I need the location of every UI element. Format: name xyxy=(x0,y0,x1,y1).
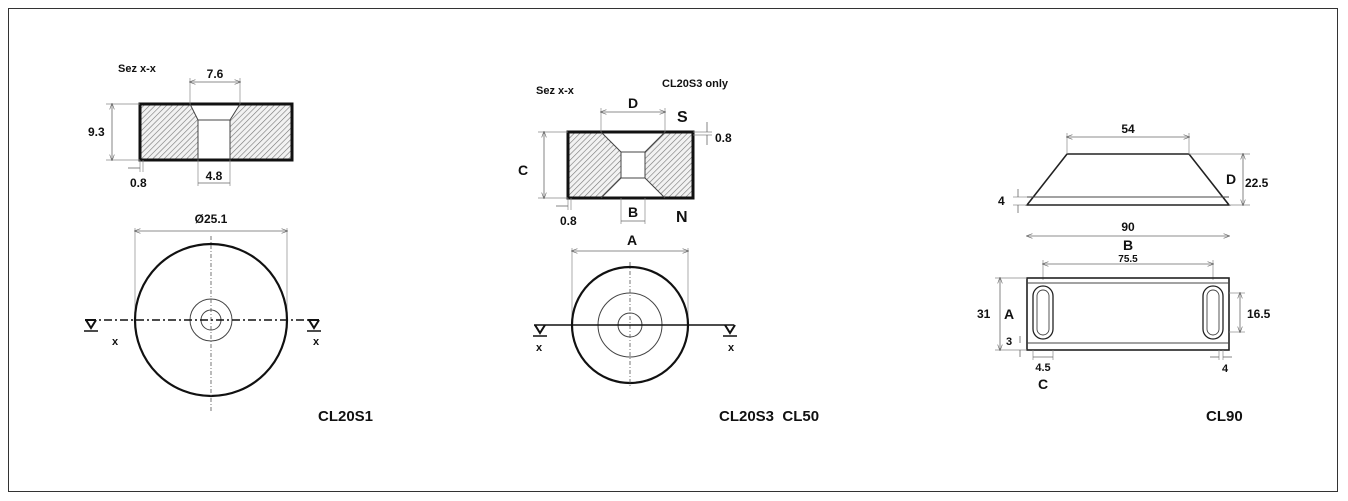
cl90-dim-b: B xyxy=(1123,237,1133,253)
cl90-title: CL90 xyxy=(1206,408,1243,425)
cl20s1-section xyxy=(138,102,294,162)
cl20s3-dim-b: B xyxy=(628,204,638,220)
cl20s3-dim-d: D xyxy=(628,95,638,111)
cl90-dim-end: 4 xyxy=(998,194,1005,208)
cl20s1-drawing: Sez x-x 7.6 9.3 0.8 4.8 Ø25.1 x x CL20S1 xyxy=(84,63,373,425)
cl20s1-dim-top: 7.6 xyxy=(207,67,224,81)
cl90-dim-a: A xyxy=(1004,306,1014,322)
cl20s3-section-label: Sez x-x xyxy=(536,85,575,97)
cl20s1-dim-height: 9.3 xyxy=(88,125,105,139)
cl90-dim-d: D xyxy=(1226,171,1236,187)
cl90-side-view xyxy=(1025,153,1231,206)
cl90-top-view xyxy=(1026,277,1230,351)
cl90-dim-holes: 75.5 xyxy=(1118,254,1138,265)
cl20s3-dim-c: C xyxy=(518,162,528,178)
cl20s3-dim-wall: 0.8 xyxy=(560,214,577,228)
cl90-dim-c: C xyxy=(1038,376,1048,392)
cl90-dim-length: 90 xyxy=(1121,220,1135,234)
cl20s1-dim-hole: 4.8 xyxy=(206,169,223,183)
cl20s3-dim-top-wall: 0.8 xyxy=(715,131,732,145)
cl90-dim-top: 54 xyxy=(1121,122,1135,136)
cl90-dim-width: 31 xyxy=(977,307,991,321)
cl90-dim-height: 22.5 xyxy=(1245,176,1269,190)
cl90-dim-3: 3 xyxy=(1006,336,1012,348)
cl20s3-title: CL20S3 CL50 xyxy=(719,408,819,425)
cl20s1-plan xyxy=(84,228,321,412)
cl90-dim-4: 4 xyxy=(1222,363,1229,375)
cl20s1-dim-diameter: Ø25.1 xyxy=(195,212,228,226)
cl90-drawing: 54 D 22.5 4 90 B 75.5 xyxy=(977,122,1271,425)
cl20s3-section xyxy=(566,130,695,200)
cl20s1-dim-wall: 0.8 xyxy=(130,176,147,190)
cl20s3-cut-left: x xyxy=(536,342,543,354)
cl20s1-cut-left: x xyxy=(112,336,119,348)
cl90-dim-45: 4.5 xyxy=(1035,362,1050,374)
drawing-frame xyxy=(8,8,1338,492)
cl20s1-section-label: Sez x-x xyxy=(118,63,157,75)
cl20s3-cut-right: x xyxy=(728,342,735,354)
cl20s3-note: CL20S3 only xyxy=(662,78,729,90)
cl20s3-pole-s: S xyxy=(677,109,688,126)
cl20s1-title: CL20S1 xyxy=(318,408,373,425)
cl20s3-drawing: Sez x-x CL20S3 only D S 0.8 C 0.8 B N A … xyxy=(518,78,819,425)
cl20s3-pole-n: N xyxy=(676,209,688,226)
cl20s3-plan xyxy=(533,248,737,388)
cl90-dim-slot: 16.5 xyxy=(1247,307,1271,321)
cl20s3-dim-a: A xyxy=(627,232,637,248)
cl20s1-cut-right: x xyxy=(313,336,320,348)
